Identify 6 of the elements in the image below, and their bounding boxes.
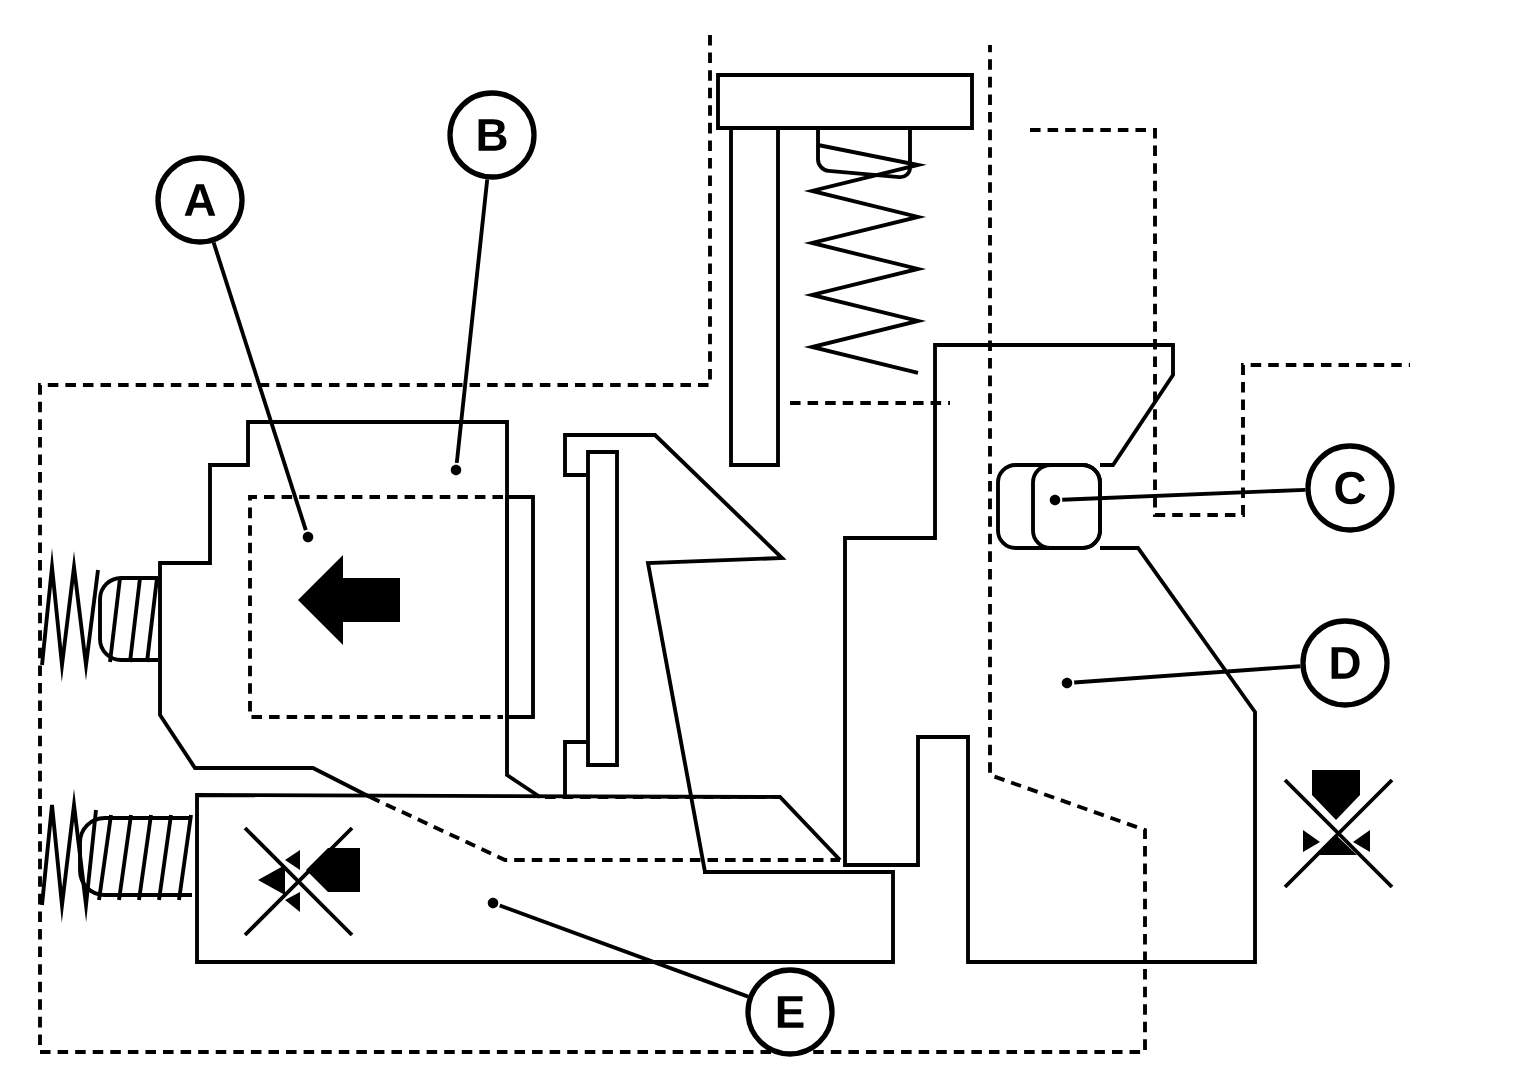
leader-line	[499, 903, 749, 999]
leader-line	[1074, 664, 1301, 685]
node-label: E	[777, 996, 804, 1028]
leader-line	[1062, 487, 1306, 502]
leader-line	[454, 179, 490, 464]
leader-line	[211, 241, 308, 531]
